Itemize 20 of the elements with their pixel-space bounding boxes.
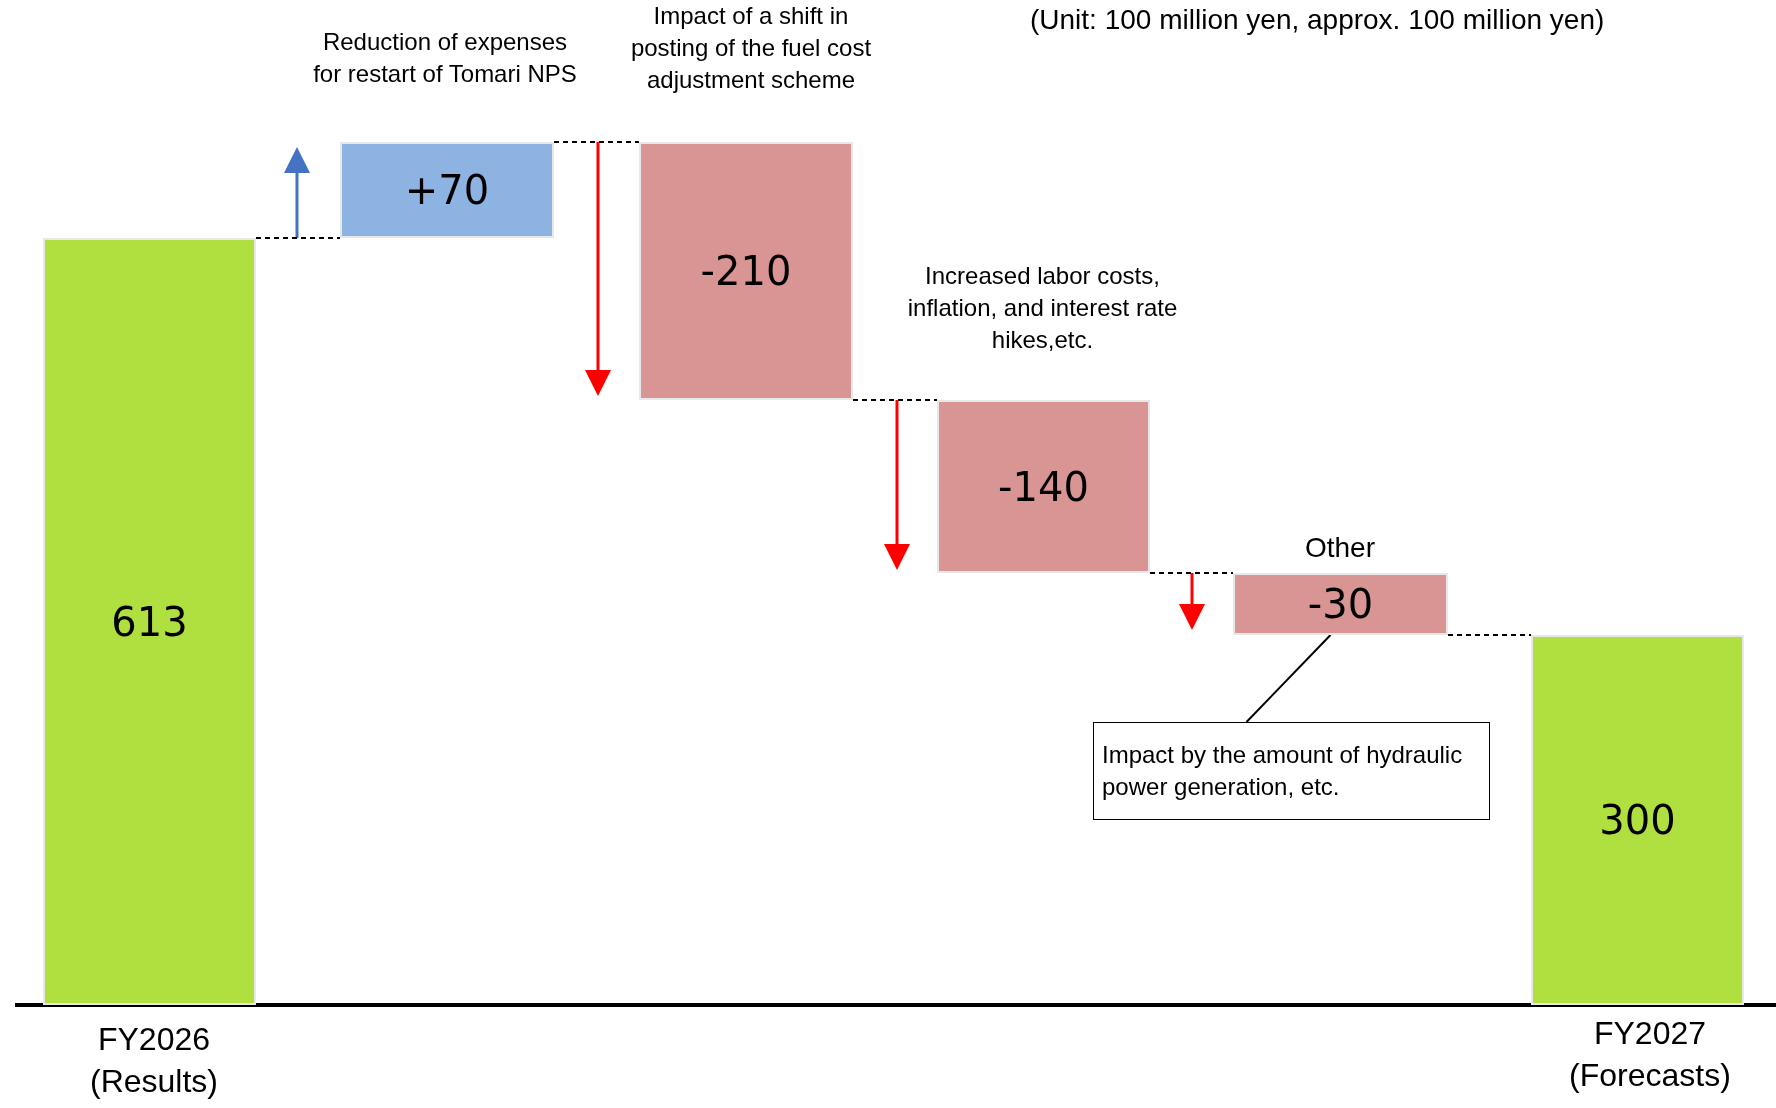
bar-label: FY2027 (Forecasts) [1568, 1014, 1732, 1095]
connector-line [852, 399, 938, 401]
bar: -140 [937, 400, 1150, 573]
connector-line [255, 237, 341, 239]
connector-line [553, 141, 640, 143]
unit-note: (Unit: 100 million yen, approx. 100 million yen) [1030, 4, 1605, 36]
connector-line [1447, 634, 1532, 636]
leader-line [1245, 634, 1332, 723]
callout-box: Impact by the amount of hydraulic power generation, etc. [1093, 722, 1490, 820]
bar: +70 [340, 142, 554, 238]
bar-label: Other [1304, 532, 1376, 564]
bar: 300 [1531, 635, 1744, 1005]
bar-label: Reduction of expenses for restart of Tomari NPS [312, 27, 578, 89]
bar-label: FY2026 (Results) [89, 1020, 219, 1101]
bar-label: Increased labor costs, inflation, and interest rate hikes,etc. [906, 261, 1179, 355]
bar-label: Impact of a shift in posting of the fuel cost adjustment scheme [629, 1, 873, 95]
connector-line [1149, 572, 1234, 574]
bar: 613 [43, 238, 256, 1005]
bar: -210 [639, 142, 853, 400]
bar: -30 [1233, 573, 1448, 635]
